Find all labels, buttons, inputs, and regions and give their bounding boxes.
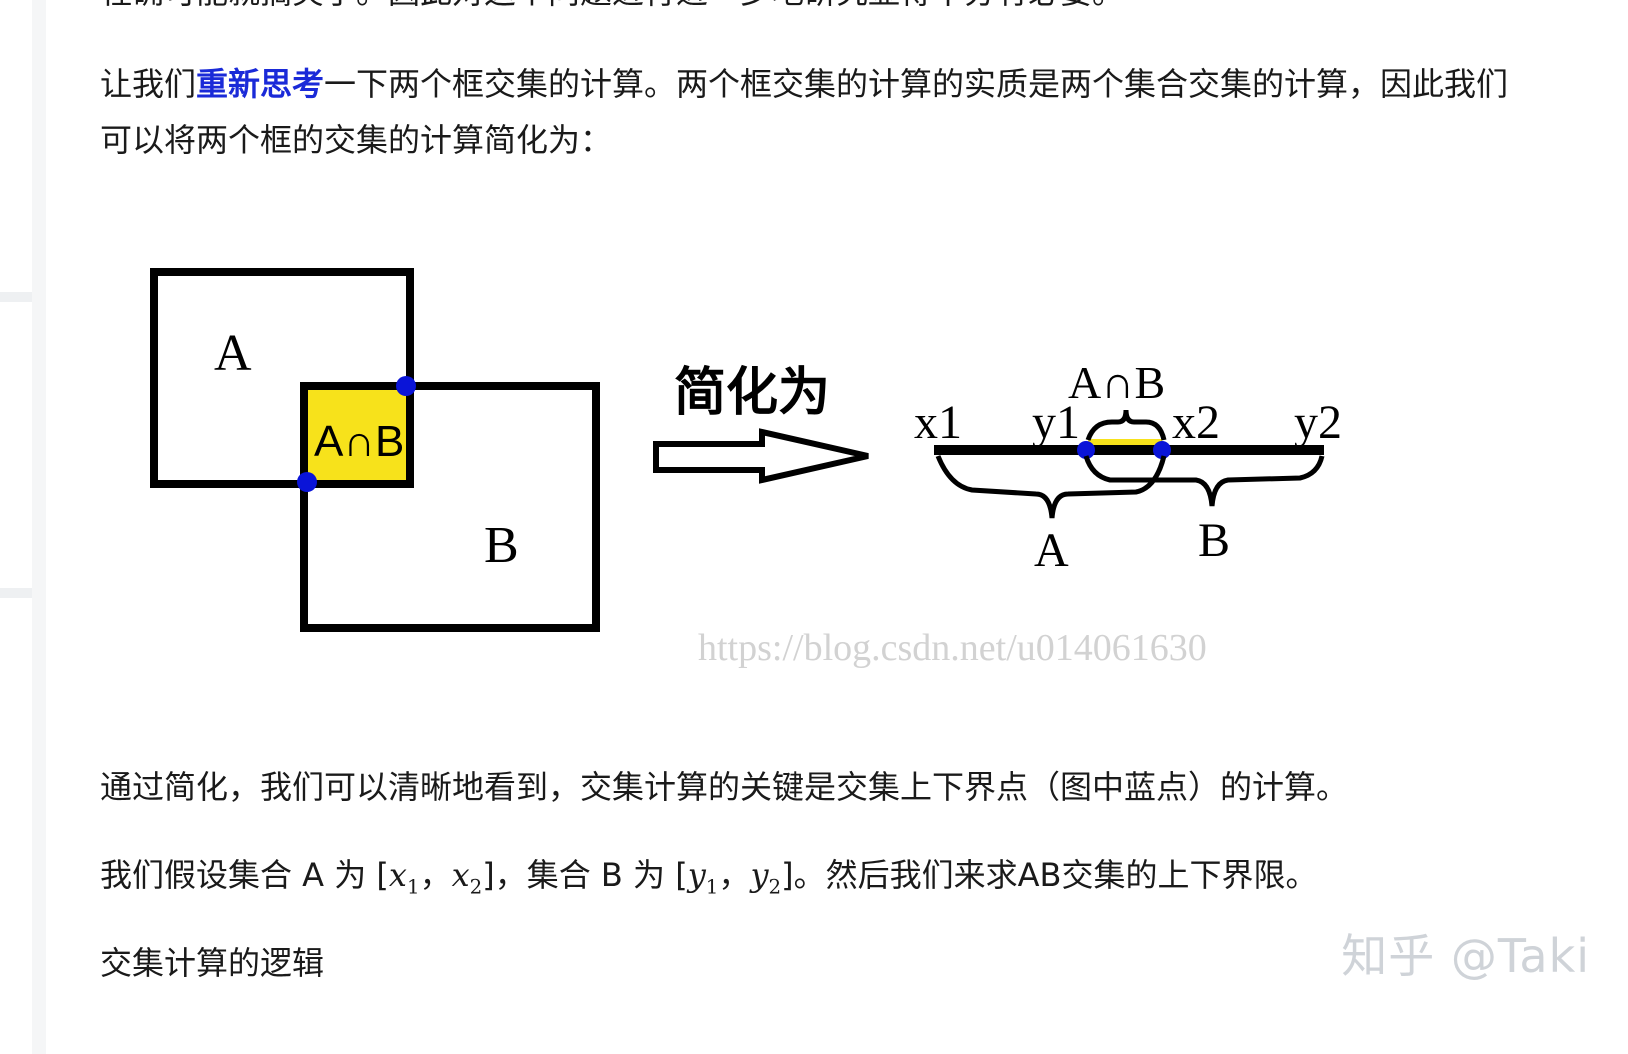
- paragraph-1: 让我们重新思考一下两个框交集的计算。两个框交集的计算的实质是两个集合交集的计算，…: [100, 56, 1508, 112]
- box-a-label: A: [214, 325, 252, 382]
- zhihu-watermark: 知乎 @Taki: [1341, 929, 1590, 983]
- intersection-figure: A B A∩B 简化为 x1 y1 x2 y2 A∩B A B https://…: [150, 268, 1342, 669]
- box-b-label: B: [484, 517, 519, 574]
- intersection-label: A∩B: [314, 417, 404, 466]
- csdn-url-watermark: https://blog.csdn.net/u014061630: [698, 627, 1207, 669]
- left-rail: [0, 0, 32, 1054]
- simplify-label: 简化为: [674, 363, 830, 423]
- rail-divider: [0, 292, 32, 302]
- y2-label: y2: [1294, 396, 1342, 449]
- math-x1: x1: [388, 856, 420, 899]
- paragraph-5: 交集计算的逻辑: [100, 944, 325, 982]
- paragraph-4-mid: ]，集合 B 为 [: [482, 856, 688, 894]
- rail-divider: [0, 588, 32, 598]
- paragraph-2: 可以将两个框的交集的计算简化为：: [100, 121, 613, 159]
- paragraph-4-prefix: 我们假设集合 A 为 [: [100, 856, 389, 894]
- simplify-arrow: [653, 428, 869, 484]
- brace-a: [935, 455, 1167, 519]
- intersection-region: [308, 390, 406, 480]
- math-y1: y1: [687, 856, 719, 899]
- x2-point: [1153, 441, 1171, 459]
- box-b: [300, 382, 600, 632]
- math-x2: x2: [451, 856, 483, 899]
- brace-a-label: A: [1034, 524, 1069, 577]
- y1-label: y1: [1032, 396, 1080, 449]
- intersection-brace: [1085, 409, 1167, 441]
- intersection-point-lower: [297, 472, 317, 492]
- brace-b-label: B: [1198, 514, 1230, 567]
- paragraph-cut-top: 程确可能就搞笑了。因此对这个问题进行进一步地研究显得十分有必要。: [100, 0, 1124, 20]
- paragraph-1-prefix: 让我们: [100, 65, 197, 103]
- paragraph-1-suffix: 一下两个框交集的计算。两个框交集的计算的实质是两个集合交集的计算，因此我们: [324, 65, 1509, 103]
- intersection-top-label: A∩B: [1068, 357, 1165, 408]
- rethink-link[interactable]: 重新思考: [196, 65, 325, 103]
- paragraph-3: 通过简化，我们可以清晰地看到，交集计算的关键是交集上下界点（图中蓝点）的计算。: [100, 768, 1349, 806]
- x2-label: x2: [1172, 396, 1220, 449]
- paragraph-4-suffix: ]。然后我们来求AB交集的上下界限。: [781, 856, 1318, 894]
- y1-point: [1077, 441, 1095, 459]
- brace-b: [1083, 455, 1325, 507]
- paragraph-4: 我们假设集合 A 为 [x1，x2]，集合 B 为 [y1，y2]。然后我们来求…: [100, 847, 1317, 915]
- intersection-point-upper: [396, 376, 416, 396]
- x1-label: x1: [914, 396, 962, 449]
- math-comma: ，: [419, 856, 452, 894]
- math-comma: ，: [718, 856, 751, 894]
- math-y2: y2: [750, 856, 782, 899]
- article-body: 程确可能就搞笑了。因此对这个问题进行进一步地研究显得十分有必要。 让我们重新思考…: [46, 0, 1628, 1054]
